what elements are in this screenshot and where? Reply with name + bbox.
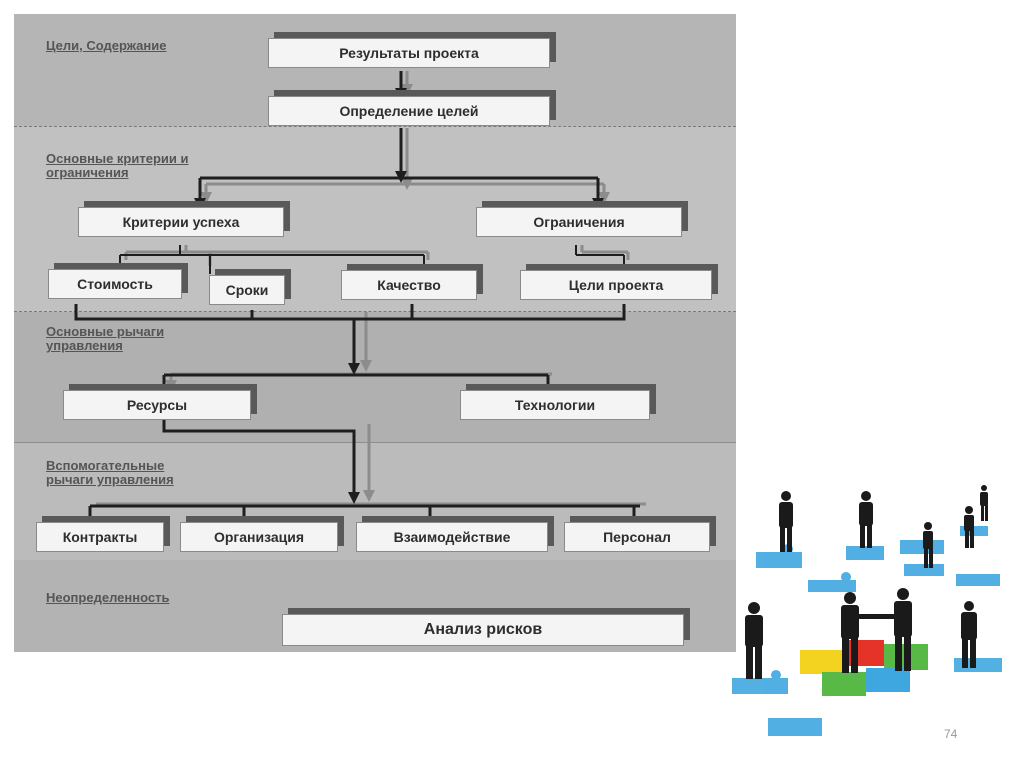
box-timing: Сроки bbox=[209, 275, 285, 305]
box-organization: Организация bbox=[180, 522, 338, 552]
box-risk-analysis: Анализ рисков bbox=[282, 614, 684, 646]
box-success-criteria: Критерии успеха bbox=[78, 207, 284, 237]
box-goal-definition: Определение целей bbox=[268, 96, 550, 126]
box-project-goals: Цели проекта bbox=[520, 270, 712, 300]
box-contracts: Контракты bbox=[36, 522, 164, 552]
page-number: 74 bbox=[944, 727, 958, 741]
box-cost: Стоимость bbox=[48, 269, 182, 299]
section-label-aux-levers: Вспомогательные рычаги управления bbox=[46, 458, 174, 487]
box-constraints: Ограничения bbox=[476, 207, 682, 237]
band-levers bbox=[14, 312, 736, 442]
section-label-goals: Цели, Содержание bbox=[46, 38, 167, 53]
box-quality: Качество bbox=[341, 270, 477, 300]
section-label-uncertainty: Неопределенность bbox=[46, 590, 170, 605]
connector-lines bbox=[74, 71, 646, 530]
box-personnel: Персонал bbox=[564, 522, 710, 552]
section-label-criteria: Основные критерии и ограничения bbox=[46, 151, 189, 180]
businessman-icon bbox=[745, 485, 988, 679]
box-project-results: Результаты проекта bbox=[268, 38, 550, 68]
box-interaction: Взаимодействие bbox=[356, 522, 548, 552]
box-technologies: Технологии bbox=[460, 390, 650, 420]
box-resources: Ресурсы bbox=[63, 390, 251, 420]
project-management-diagram: Цели, Содержание Основные критерии и огр… bbox=[14, 14, 736, 652]
handshake-icon bbox=[841, 588, 912, 673]
section-label-levers: Основные рычаги управления bbox=[46, 324, 165, 353]
business-people-illustration bbox=[732, 485, 1002, 736]
